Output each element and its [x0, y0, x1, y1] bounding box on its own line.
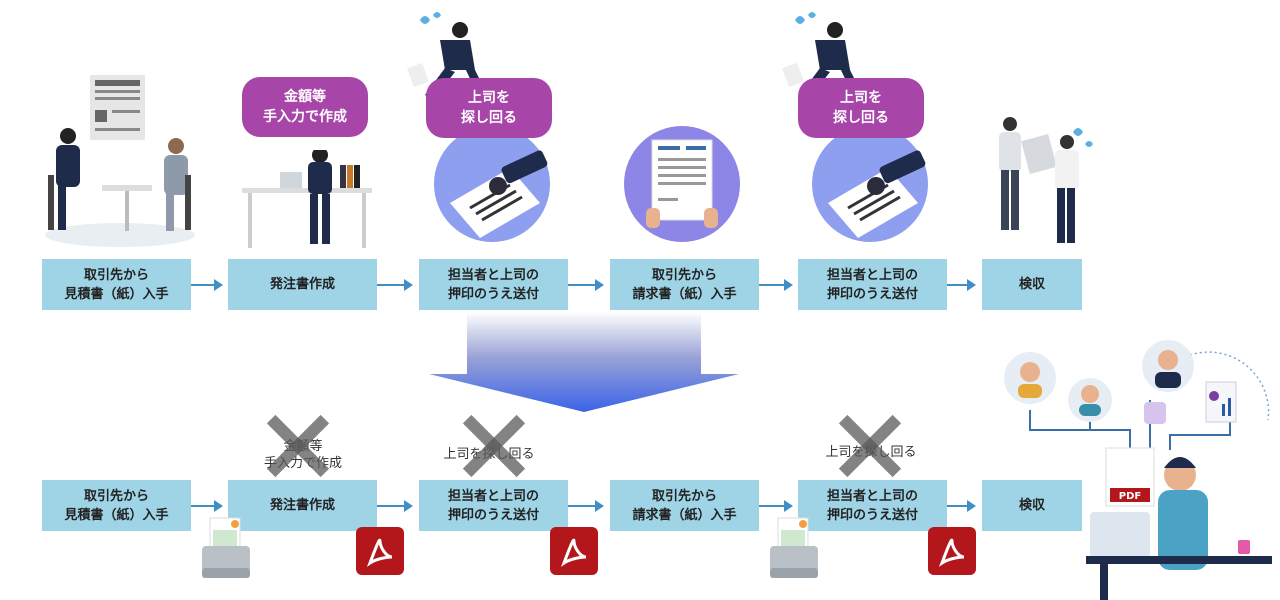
scanner-icon [202, 517, 250, 578]
pdf-icon-3 [928, 527, 976, 575]
top-step-quote: 取引先から 見積書（紙）入手 [42, 259, 191, 310]
bottom-step-stamp-2: 担当者と上司の 押印のうえ送付 [798, 480, 947, 531]
search-boss-bubble-2: 上司を 探し回る [798, 78, 924, 138]
bottom-arrow-2 [377, 500, 413, 512]
scanner-icon-2 [770, 517, 818, 578]
bottom-step-invoice: 取引先から 請求書（紙）入手 [610, 480, 759, 531]
transition-arrow [429, 312, 739, 412]
top-arrow-4 [759, 279, 793, 291]
inspection-illustration [999, 117, 1093, 243]
bottom-step-quote: 取引先から 見積書（紙）入手 [42, 480, 191, 531]
bottom-arrow-3 [568, 500, 604, 512]
pdf-label: PDF [1119, 491, 1141, 502]
top-step-stamp: 担当者と上司の 押印のうえ送付 [419, 259, 568, 310]
cross-icon-3 [838, 414, 902, 478]
bottom-step-stamp: 担当者と上司の 押印のうえ送付 [419, 480, 568, 531]
stamp-document-icon [450, 150, 548, 238]
stamp-document-icon-2 [828, 150, 926, 238]
digital-workflow-illustration: PDF [1004, 340, 1272, 600]
bottom-arrow-5 [947, 500, 976, 512]
top-arrow-1 [191, 279, 223, 291]
desk-worker-illustration [242, 150, 372, 248]
top-arrow-2 [377, 279, 413, 291]
top-arrow-3 [568, 279, 604, 291]
manual-create-bubble: 金額等 手入力で作成 [242, 77, 368, 137]
top-step-order: 発注書作成 [228, 259, 377, 310]
search-boss-bubble-1: 上司を 探し回る [426, 78, 552, 138]
bottom-step-order: 発注書作成 [228, 480, 377, 531]
bottom-arrow-1 [191, 500, 223, 512]
cross-icon-2 [462, 414, 526, 478]
top-step-inspection: 検収 [982, 259, 1082, 310]
meeting-illustration [45, 75, 195, 247]
bottom-step-inspection: 検収 [982, 480, 1082, 531]
top-arrow-5 [947, 279, 976, 291]
bottom-arrow-4 [759, 500, 793, 512]
top-step-stamp-2: 担当者と上司の 押印のうえ送付 [798, 259, 947, 310]
cross-icon [266, 414, 330, 478]
top-step-invoice: 取引先から 請求書（紙）入手 [610, 259, 759, 310]
pdf-icon [356, 527, 404, 575]
pdf-icon-2 [550, 527, 598, 575]
invoice-document-icon [646, 139, 718, 228]
